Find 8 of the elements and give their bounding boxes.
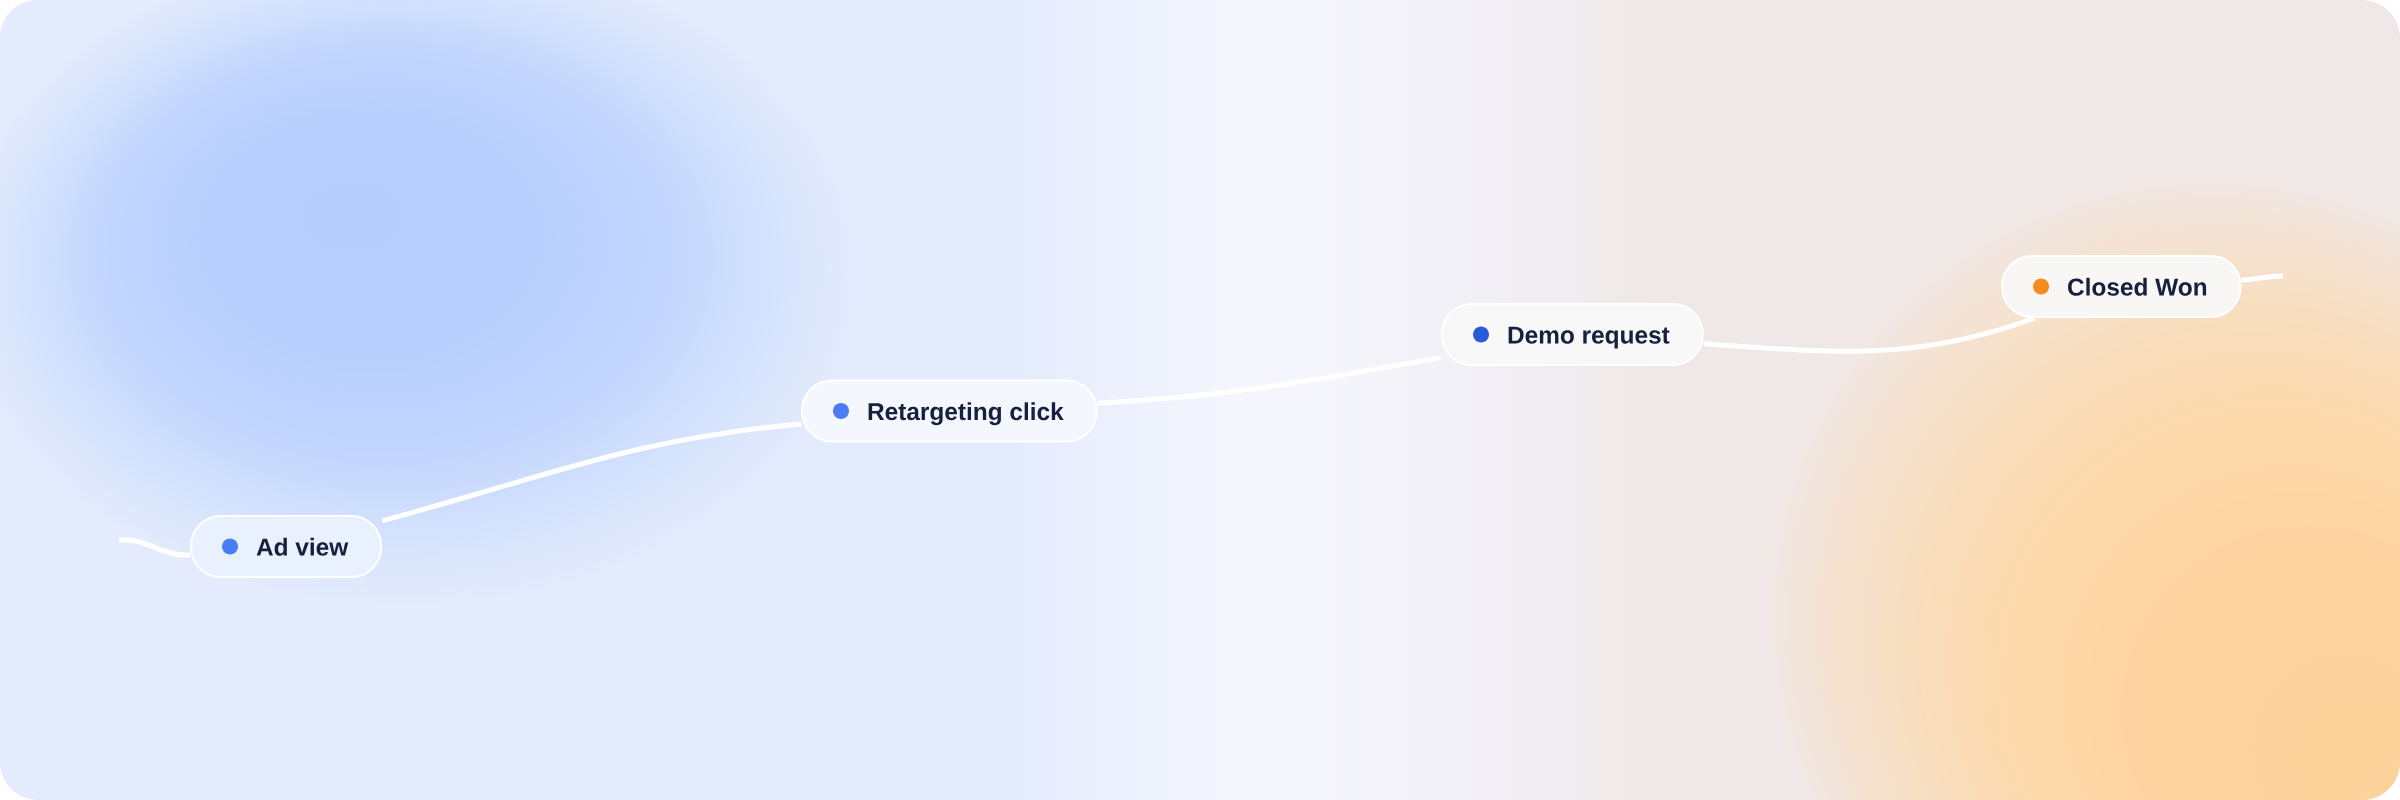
connector-line xyxy=(118,537,191,558)
step-pill: Ad view xyxy=(190,515,383,578)
step-pill: Closed Won xyxy=(2001,255,2242,318)
connector-line xyxy=(2241,273,2284,283)
connector-line xyxy=(381,421,802,524)
step-pill: Retargeting click xyxy=(801,379,1098,443)
connector-line xyxy=(1703,315,2036,354)
step-pill: Demo request xyxy=(1441,303,1704,366)
